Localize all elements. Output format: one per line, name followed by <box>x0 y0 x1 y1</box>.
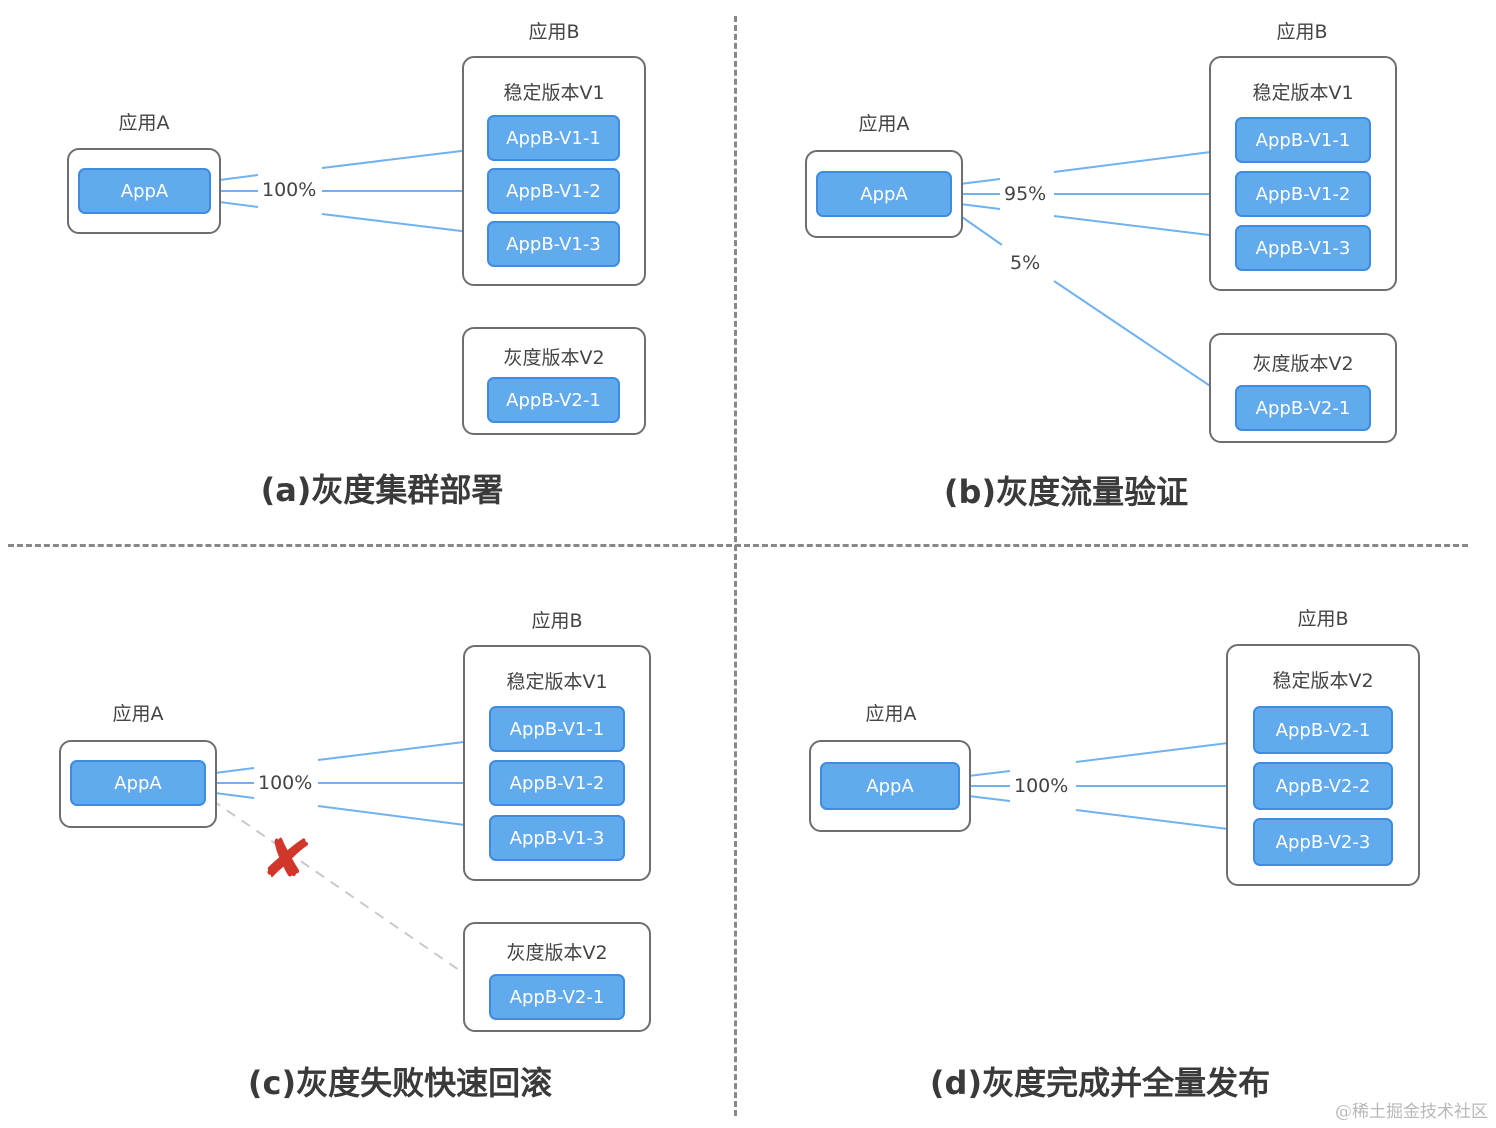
stable-node: AppB-V1-1 <box>489 706 625 752</box>
stable-node: AppB-V1-2 <box>487 168 620 214</box>
caption-c: (c)灰度失败快速回滚 <box>247 1064 553 1102</box>
quadrant-a-arrows <box>211 144 487 238</box>
horizontal-divider <box>8 544 1468 547</box>
stable-version-title: 稳定版本V1 <box>503 82 605 104</box>
app-a-label: 应用A <box>858 113 910 135</box>
app-b-label: 应用B <box>528 21 580 43</box>
gray-version-title: 灰度版本V2 <box>506 942 608 964</box>
quadrant-d-arrows <box>959 736 1253 836</box>
quadrant-b-arrows <box>951 145 1235 403</box>
app-b-label: 应用B <box>531 610 583 632</box>
stable-version-title: 稳定版本V1 <box>1252 82 1354 104</box>
gray-node: AppB-V2-1 <box>487 377 620 423</box>
gray-node: AppB-V2-1 <box>489 974 625 1020</box>
traffic-percentage: 100% <box>256 772 315 794</box>
stable-node: AppB-V1-3 <box>487 221 620 267</box>
stable-node: AppB-V1-2 <box>489 760 625 806</box>
watermark: @稀土掘金技术社区 <box>1335 1102 1488 1122</box>
stable-node: AppB-V2-2 <box>1253 762 1393 810</box>
quadrant-c-arrows <box>206 735 489 832</box>
gray-version-title: 灰度版本V2 <box>1252 353 1354 375</box>
stable-node: AppB-V1-1 <box>1235 117 1371 163</box>
caption-a: (a)灰度集群部署 <box>260 471 504 509</box>
app-a-node: AppA <box>816 171 952 217</box>
app-a-node: AppA <box>820 762 960 810</box>
gray-version-title: 灰度版本V2 <box>503 347 605 369</box>
traffic-percentage: 95% <box>1002 183 1049 205</box>
stable-version-title: 稳定版本V2 <box>1272 670 1374 692</box>
vertical-divider <box>734 16 737 1116</box>
app-b-label: 应用B <box>1276 21 1328 43</box>
stable-node: AppB-V2-1 <box>1253 706 1393 754</box>
stable-node: AppB-V1-2 <box>1235 171 1371 217</box>
app-a-label: 应用A <box>865 703 917 725</box>
traffic-percentage: 100% <box>1012 775 1071 797</box>
stable-node: AppB-V1-3 <box>1235 225 1371 271</box>
app-b-label: 应用B <box>1297 608 1349 630</box>
fail-cross-icon: ✘ <box>257 821 316 897</box>
app-a-label: 应用A <box>112 703 164 725</box>
app-a-label: 应用A <box>118 112 170 134</box>
caption-b: (b)灰度流量验证 <box>943 473 1189 511</box>
stable-node: AppB-V1-3 <box>489 815 625 861</box>
failed-route-arrow <box>211 799 489 991</box>
caption-d: (d)灰度完成并全量发布 <box>929 1064 1271 1102</box>
stable-node: AppB-V2-3 <box>1253 818 1393 866</box>
gray-node: AppB-V2-1 <box>1235 385 1371 431</box>
app-a-node: AppA <box>78 168 211 214</box>
app-a-node: AppA <box>70 760 206 806</box>
traffic-percentage: 100% <box>260 179 319 201</box>
stable-node: AppB-V1-1 <box>487 115 620 161</box>
gray-traffic-percentage: 5% <box>1008 252 1043 274</box>
stable-version-title: 稳定版本V1 <box>506 671 608 693</box>
